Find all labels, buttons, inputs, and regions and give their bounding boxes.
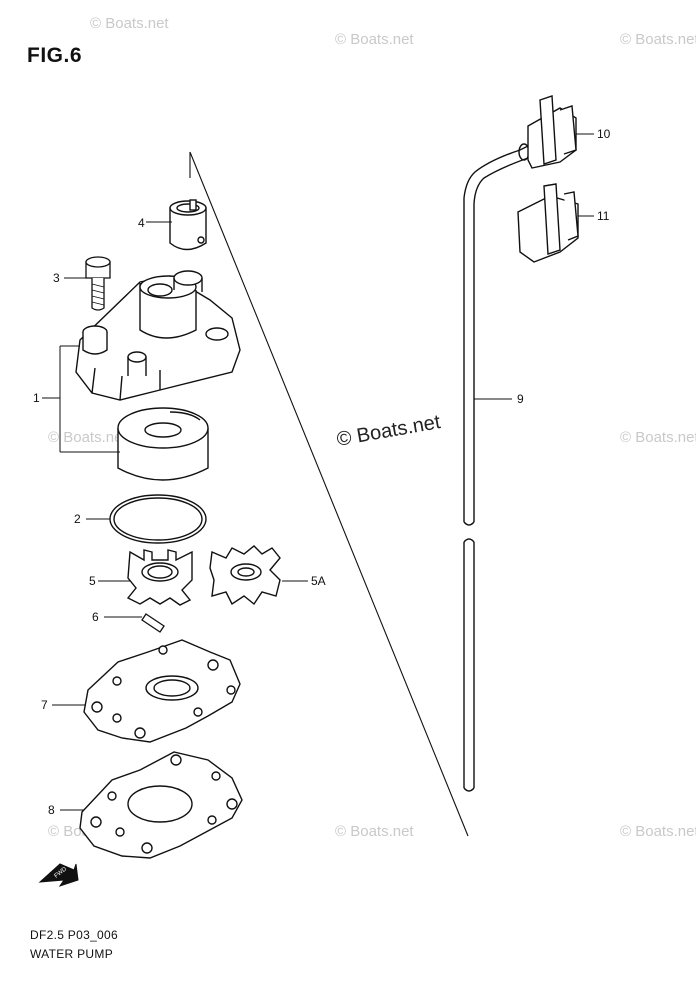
- part-7-gasket: [83, 639, 241, 743]
- part-11-grommet: [517, 183, 579, 263]
- callout-8: 8: [48, 803, 55, 817]
- fwd-arrow-icon: FWD: [38, 863, 79, 887]
- part-5-impeller: [126, 549, 193, 606]
- watermark: © Boats.net: [335, 823, 414, 840]
- callout-6: 6: [92, 610, 99, 624]
- watermark: © Boats.net: [620, 823, 696, 840]
- callout-1: 1: [33, 391, 40, 405]
- part-9-hose: [463, 143, 530, 792]
- callout-10: 10: [597, 127, 611, 141]
- part-10-grommet: [527, 95, 577, 169]
- watermark-center: © Boats.net: [335, 411, 442, 451]
- callout-11: 11: [597, 209, 610, 223]
- part-1-liner: [117, 407, 209, 481]
- callout-3: 3: [53, 271, 60, 285]
- watermark: © Boats.net: [48, 429, 127, 446]
- diagram-name: WATER PUMP: [30, 947, 113, 961]
- diagram-code: DF2.5 P03_006: [30, 928, 118, 942]
- part-3-bolt: [85, 256, 111, 311]
- part-5a-impeller: [209, 545, 281, 606]
- watermark: © Boats.net: [335, 31, 414, 48]
- callout-4: 4: [138, 216, 145, 230]
- callout-2: 2: [74, 512, 81, 526]
- callout-5: 5: [89, 574, 96, 588]
- callout-9: 9: [517, 392, 524, 406]
- assembly-guide-line: [189, 151, 469, 837]
- part-4-collar: [169, 199, 207, 251]
- callout-7: 7: [41, 698, 48, 712]
- watermark: © Boats.net: [620, 429, 696, 446]
- part-2-o-ring: [109, 494, 207, 544]
- watermark: © Boats.net: [620, 31, 696, 48]
- callout-5a: 5A: [311, 574, 326, 588]
- callout-leaders: [42, 133, 594, 811]
- part-6-pin: [141, 613, 165, 633]
- part-8-gasket: [79, 751, 243, 859]
- part-1-pump-housing: [75, 270, 241, 401]
- figure-title: FIG.6: [27, 44, 83, 67]
- watermark: © Boats.net: [90, 15, 169, 32]
